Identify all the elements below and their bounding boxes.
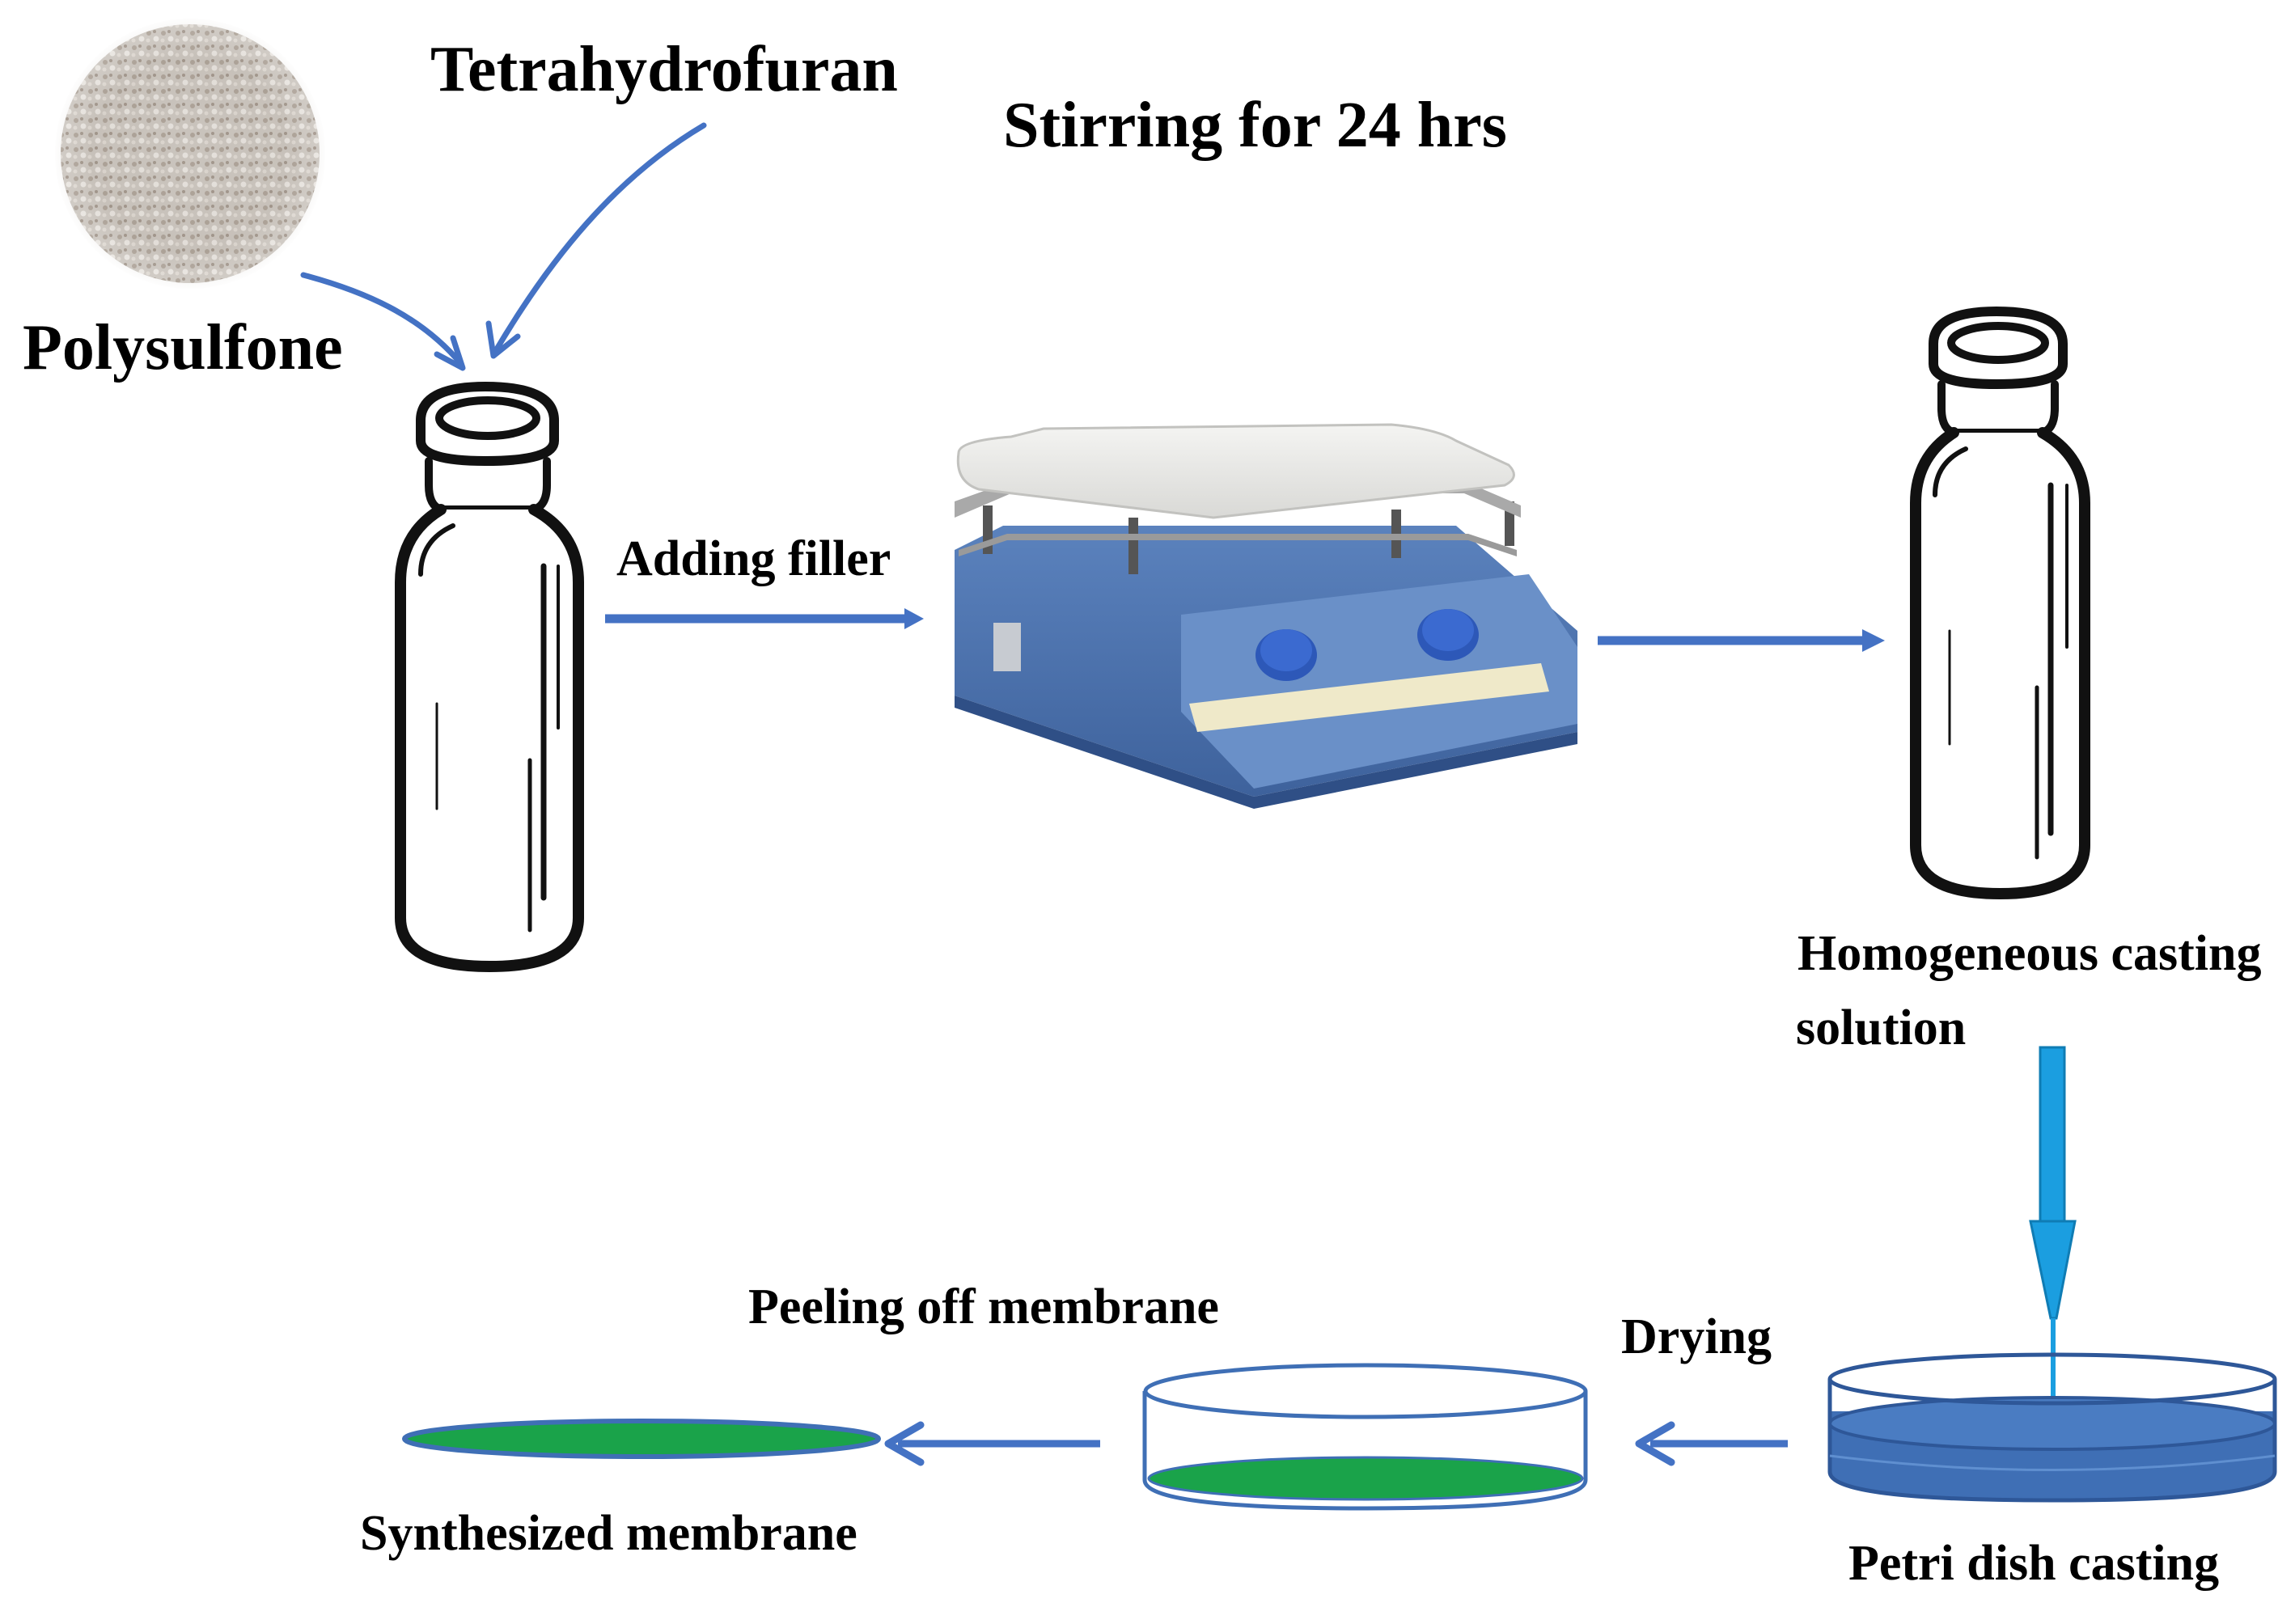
adding-filler-label: Adding filler bbox=[616, 531, 891, 586]
homogeneous-label-line2: solution bbox=[1796, 1000, 1967, 1055]
petri-casting-label: Petri dish casting bbox=[1848, 1536, 2220, 1591]
polysulfone-arrow bbox=[300, 272, 464, 367]
synthesized-membrane-icon bbox=[402, 1419, 881, 1459]
to-homogeneous-arrow bbox=[1598, 629, 1885, 652]
drying-label: Drying bbox=[1621, 1309, 1772, 1364]
pipette-icon bbox=[2029, 1046, 2077, 1403]
thf-arrowhead bbox=[485, 320, 521, 359]
peeling-arrow bbox=[884, 1421, 1100, 1466]
peeling-label: Peeling off membrane bbox=[748, 1279, 1219, 1334]
polysulfone-powder-icon bbox=[37, 1, 343, 307]
drying-arrow bbox=[1635, 1421, 1788, 1466]
petri-dish-casting-icon bbox=[1827, 1352, 2277, 1503]
tetrahydrofuran-label: Tetrahydrofuran bbox=[430, 34, 898, 105]
polysulfone-label: Polysulfone bbox=[23, 312, 343, 383]
vial-icon bbox=[1910, 307, 2090, 899]
polysulfone-arrowhead bbox=[434, 335, 466, 371]
thf-arrow bbox=[492, 122, 707, 355]
stirring-label: Stirring for 24 hrs bbox=[1003, 90, 1507, 161]
vial-icon bbox=[395, 382, 584, 972]
homogeneous-label-line1: Homogeneous casting bbox=[1797, 926, 2262, 981]
synthesized-label: Synthesized membrane bbox=[360, 1506, 857, 1561]
adding-filler-arrow bbox=[605, 608, 924, 629]
magnetic-stirrer-icon bbox=[955, 423, 1577, 809]
petri-dish-drying-icon bbox=[1142, 1363, 1588, 1511]
input-arrows bbox=[300, 122, 707, 371]
